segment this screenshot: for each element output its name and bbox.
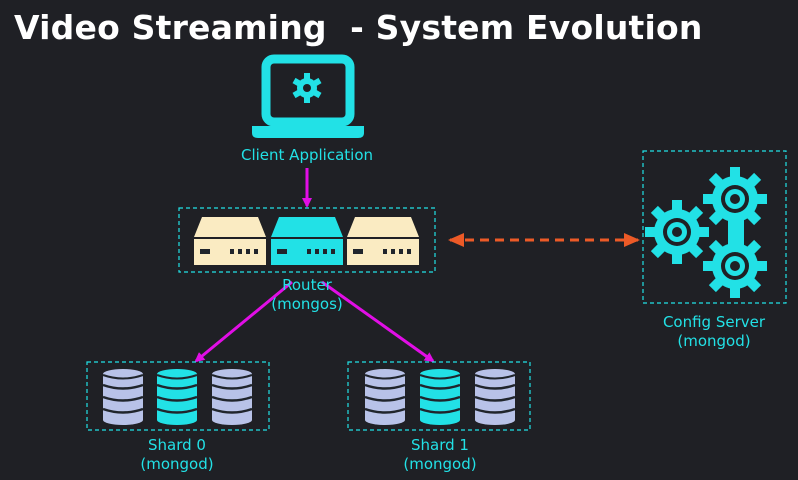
database-icon <box>155 367 199 427</box>
shard0-group-box <box>86 361 270 431</box>
database-icon <box>418 367 462 427</box>
database-icon <box>101 367 145 427</box>
config-group-box <box>642 150 787 304</box>
shard1-label: Shard 1 (mongod) <box>403 436 476 474</box>
config-label-type: (mongod) <box>677 332 751 350</box>
router-group-box <box>178 207 436 273</box>
shard1-label-type: (mongod) <box>403 455 477 473</box>
client-label: Client Application <box>240 146 374 164</box>
router-server-icon <box>194 217 266 265</box>
router-to-shard1-arrow <box>321 280 435 363</box>
gears-icon <box>645 167 767 298</box>
router-server-icon <box>271 217 343 265</box>
shard1-label-name: Shard 1 <box>411 436 469 454</box>
database-icon <box>210 367 254 427</box>
laptop-gear-icon <box>252 54 364 138</box>
shard0-label: Shard 0 (mongod) <box>140 436 213 474</box>
database-icon <box>473 367 517 427</box>
config-label: Config Server (mongod) <box>663 313 765 351</box>
shard0-label-name: Shard 0 <box>148 436 206 454</box>
router-server-icon <box>347 217 419 265</box>
router-label-type: (mongos) <box>271 295 343 313</box>
router-label: Router (mongos) <box>271 276 343 314</box>
page-title: Video Streaming - System Evolution <box>14 8 703 47</box>
shard0-label-type: (mongod) <box>140 455 214 473</box>
database-icon <box>363 367 407 427</box>
router-to-shard0-arrow <box>194 280 293 363</box>
router-label-name: Router <box>282 276 332 294</box>
shard1-group-box <box>347 361 531 431</box>
config-label-name: Config Server <box>662 313 766 331</box>
